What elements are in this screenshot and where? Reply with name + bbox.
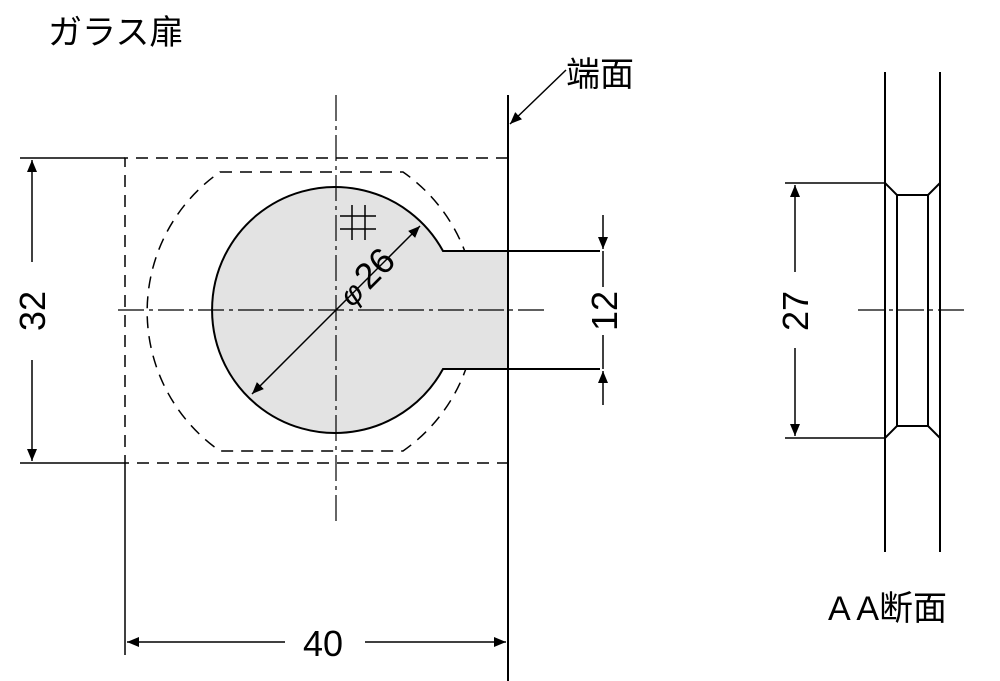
height-value: 32 — [12, 291, 53, 331]
title-label: ガラス扉 — [48, 14, 183, 52]
section-height-value: 27 — [775, 291, 816, 331]
end-face-label: 端面 — [566, 56, 634, 94]
diameter-dimension-line — [251, 225, 421, 395]
dashed-flange — [146, 171, 477, 452]
slot-value: 12 — [584, 291, 625, 331]
section-groove-right — [927, 182, 941, 439]
section-groove — [884, 182, 898, 439]
width-value: 40 — [303, 623, 343, 664]
section-caption: A A断面 — [828, 590, 947, 628]
end-face-leader — [509, 69, 567, 125]
dashed-outline — [124, 157, 508, 464]
